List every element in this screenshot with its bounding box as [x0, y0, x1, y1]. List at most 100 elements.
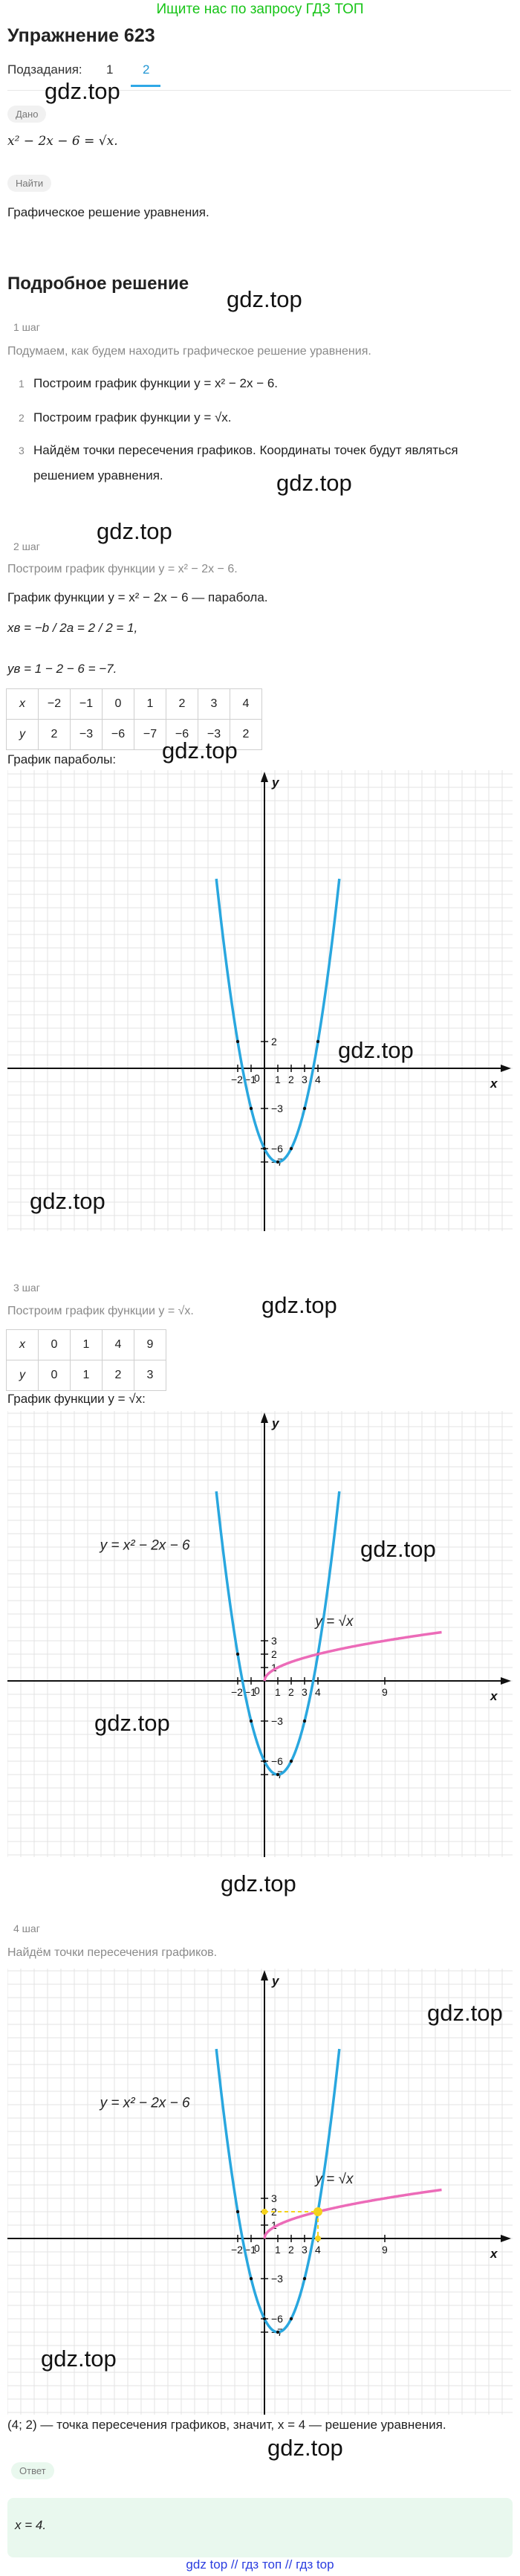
- x-axis-label: x: [490, 1689, 498, 1703]
- parabola-text: График функции y = x² − 2x − 6 — парабол…: [7, 590, 268, 604]
- y-axis-arrow: [261, 1413, 268, 1423]
- given-text: x² − 2x − 6 = √x.: [7, 134, 118, 149]
- watermark: gdz.top: [427, 2000, 503, 2026]
- table-cell: −2: [38, 688, 71, 720]
- parabola-point: [249, 1719, 253, 1723]
- x-axis-arrow: [501, 2235, 511, 2242]
- watermark: gdz.top: [221, 1870, 296, 1897]
- step-intro: Подумаем, как будем находить графическое…: [7, 345, 371, 358]
- watermark: gdz.top: [97, 518, 172, 544]
- y-axis-label: y: [271, 775, 280, 790]
- vertex-y: yв = 1 − 2 − 6 = −7.: [7, 662, 117, 676]
- x-tick-label: 1: [275, 1074, 281, 1085]
- watermark: gdz.top: [338, 1037, 414, 1063]
- parabola-point: [235, 1039, 240, 1044]
- parabola-table: x −2 −1 0 1 2 3 4 y 2 −3 −6 −7 −6 −3 2: [6, 688, 262, 750]
- watermark: gdz.top: [30, 1188, 105, 1214]
- x-tick-label: 9: [382, 1686, 388, 1698]
- watermark: gdz.top: [162, 737, 238, 764]
- subtasks-label: Подзадания:: [7, 62, 82, 77]
- step-intro: Построим график функции y = x² − 2x − 6.: [7, 563, 238, 575]
- table-cell: −3: [198, 719, 230, 750]
- table-cell: 2: [38, 719, 71, 750]
- step-intro: Найдём точки пересечения графиков.: [7, 1946, 218, 1959]
- footer-links[interactable]: gdz top // гдз топ // гдз top: [186, 2557, 334, 2572]
- table-cell: −3: [70, 719, 103, 750]
- y-tick-label: −6: [271, 2313, 283, 2325]
- parabola-point: [289, 1759, 293, 1763]
- x-tick-label: 4: [315, 1074, 321, 1085]
- subtask-tab-2[interactable]: 2: [143, 62, 150, 77]
- promo-banner[interactable]: Ищите нас по запросу ГДЗ ТОП: [156, 1, 364, 17]
- subtask-tab-1[interactable]: 1: [106, 62, 114, 77]
- sqrt-curve: [263, 2188, 442, 2239]
- step-label: 1 шаг: [13, 321, 40, 333]
- step-label: 2 шаг: [13, 540, 40, 552]
- y-axis-arrow: [261, 1970, 268, 1981]
- step-label: 4 шаг: [13, 1923, 40, 1934]
- table-cell: 1: [134, 688, 166, 720]
- sqrt-equation: y = √x: [313, 2172, 354, 2187]
- x-tick-label: 3: [302, 1074, 308, 1085]
- table-cell: 2: [166, 688, 198, 720]
- parabola-point: [235, 1652, 240, 1656]
- find-label: Найти: [7, 175, 52, 192]
- parabola-point: [276, 1160, 280, 1164]
- y-tick-label: 3: [271, 2192, 277, 2204]
- table-cell: 2: [102, 1360, 134, 1391]
- x-tick-label: −2: [231, 1686, 243, 1698]
- x-tick-label: −1: [244, 2244, 256, 2256]
- parabola-point: [262, 2317, 267, 2321]
- table-cell: 2: [230, 719, 262, 750]
- list-num: 2: [19, 412, 25, 424]
- table-cell: 0: [102, 688, 134, 720]
- x-axis-label: x: [490, 2247, 498, 2261]
- watermark: gdz.top: [276, 470, 352, 496]
- table-cell: 9: [134, 1329, 166, 1360]
- active-tab-indicator: [131, 85, 160, 87]
- x-tick-label: 2: [288, 1686, 294, 1698]
- table-cell: 3: [134, 1360, 166, 1391]
- divider: [7, 90, 511, 91]
- parabola-point: [302, 1719, 307, 1723]
- x-tick-label: 3: [302, 2244, 308, 2256]
- y-tick-label: 3: [271, 1635, 277, 1647]
- x-tick-label: 2: [288, 1074, 294, 1085]
- watermark: gdz.top: [360, 1536, 436, 1562]
- table-cell: −6: [102, 719, 134, 750]
- x-tick-label: −2: [231, 2244, 243, 2256]
- parabola-point: [276, 2330, 280, 2334]
- x-tick-label: 2: [288, 2244, 294, 2256]
- parabola-point: [262, 1146, 267, 1151]
- x-tick-label: 0: [254, 2242, 260, 2254]
- watermark: gdz.top: [227, 286, 302, 312]
- answer-label: Ответ: [11, 2462, 54, 2479]
- x-tick-label: 3: [302, 1686, 308, 1698]
- watermark: gdz.top: [94, 1710, 170, 1736]
- list-item: решением уравнения.: [33, 468, 163, 482]
- parabola-point: [276, 1772, 280, 1777]
- table-cell: y: [6, 1360, 39, 1391]
- y-tick-label: 1: [271, 1662, 277, 1673]
- x-tick-label: 1: [275, 2244, 281, 2256]
- graph-title: График функции y = √x:: [7, 1392, 146, 1406]
- x-tick-label: 4: [315, 1686, 321, 1698]
- detailed-heading: Подробное решение: [7, 274, 189, 294]
- y-tick-label: −6: [271, 1143, 283, 1155]
- x-axis-arrow: [501, 1677, 511, 1685]
- x-axis-label: x: [490, 1076, 498, 1091]
- parabola-point: [249, 1106, 253, 1111]
- graph-title: График параболы:: [7, 752, 117, 766]
- x-tick-label: 1: [275, 1686, 281, 1698]
- y-axis-arrow: [261, 772, 268, 782]
- list-num: 1: [19, 378, 25, 390]
- y-axis-label: y: [271, 1416, 280, 1430]
- step-intro: Построим график функции y = √x.: [7, 1305, 194, 1317]
- x-tick-label: −1: [244, 1686, 256, 1698]
- y-tick-label: −3: [271, 2273, 283, 2285]
- step-label: 3 шаг: [13, 1282, 40, 1294]
- watermark: gdz.top: [45, 78, 120, 104]
- table-cell: 3: [198, 688, 230, 720]
